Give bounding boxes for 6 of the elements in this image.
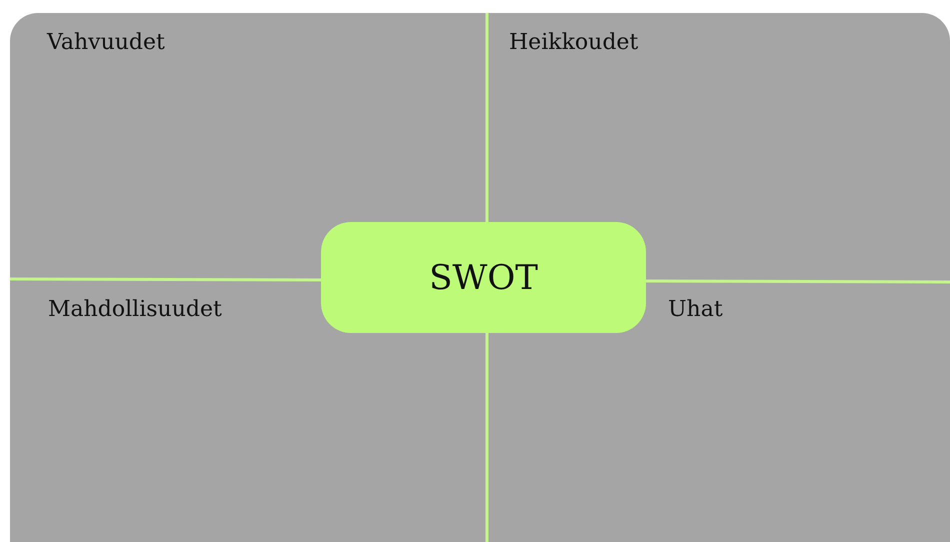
quadrant-label: Mahdollisuudet	[48, 297, 222, 322]
quadrant-label: Vahvuudet	[47, 30, 165, 55]
center-box	[321, 222, 646, 333]
center-title: SWOT	[429, 258, 538, 298]
quadrant-label: Heikkoudet	[509, 30, 638, 55]
quadrant-label: Uhat	[668, 297, 723, 322]
